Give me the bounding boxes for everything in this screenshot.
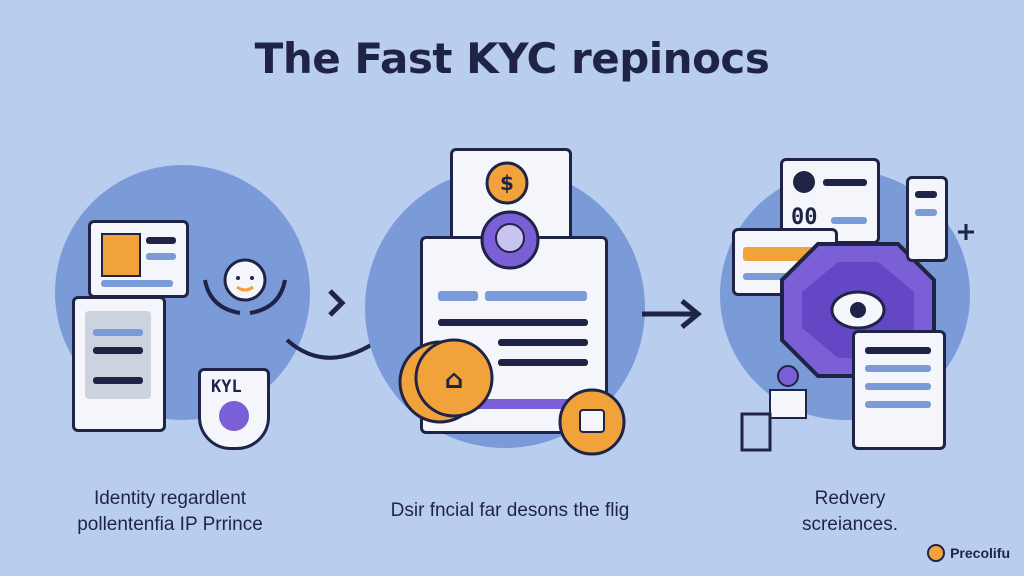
kyl-badge: KYL — [198, 368, 270, 450]
brand-logo: Precolifu — [927, 544, 1010, 562]
id-card — [88, 220, 189, 298]
svg-text:⌂: ⌂ — [445, 365, 464, 395]
arrow-right-icon — [642, 299, 702, 329]
step-1-caption-line-1: Identity regardlent — [93, 488, 247, 509]
page-title: The Fast KYC repinocs — [254, 34, 770, 83]
badge-coin-icon — [558, 388, 626, 456]
checklist-card — [906, 176, 948, 262]
step-2-caption-line-1: Dsir fncial far desons the flig — [390, 500, 630, 521]
step-1-caption-line-2: pollentenfia IP Prrince — [77, 514, 263, 535]
step-1-caption: Identity regardlent pollentenfia IP Prri… — [40, 486, 300, 538]
globe-icon — [480, 210, 540, 270]
plus-icon — [958, 224, 974, 240]
svg-text:$: $ — [500, 171, 514, 195]
document-card — [72, 296, 166, 432]
person-at-desk-icon — [740, 365, 807, 452]
coin-stack-icon: ⌂ — [398, 338, 494, 424]
hands-icon — [203, 258, 287, 315]
step-3-caption-line-2: screiances. — [801, 514, 899, 535]
step-3-caption: Redvery screiances. — [760, 486, 940, 538]
report-card — [852, 330, 946, 450]
step-3-caption-line-1: Redvery — [814, 488, 886, 509]
brand-name: Precolifu — [950, 545, 1010, 561]
counter-value: 00 — [791, 205, 818, 230]
brand-mark-icon — [927, 544, 946, 562]
coin-icon: $ — [485, 161, 529, 205]
step-2-caption: Dsir fncial far desons the flig — [360, 498, 660, 524]
kyl-badge-label: KYL — [211, 377, 242, 397]
chevron-right-icon — [328, 289, 346, 317]
avatar — [101, 233, 141, 277]
